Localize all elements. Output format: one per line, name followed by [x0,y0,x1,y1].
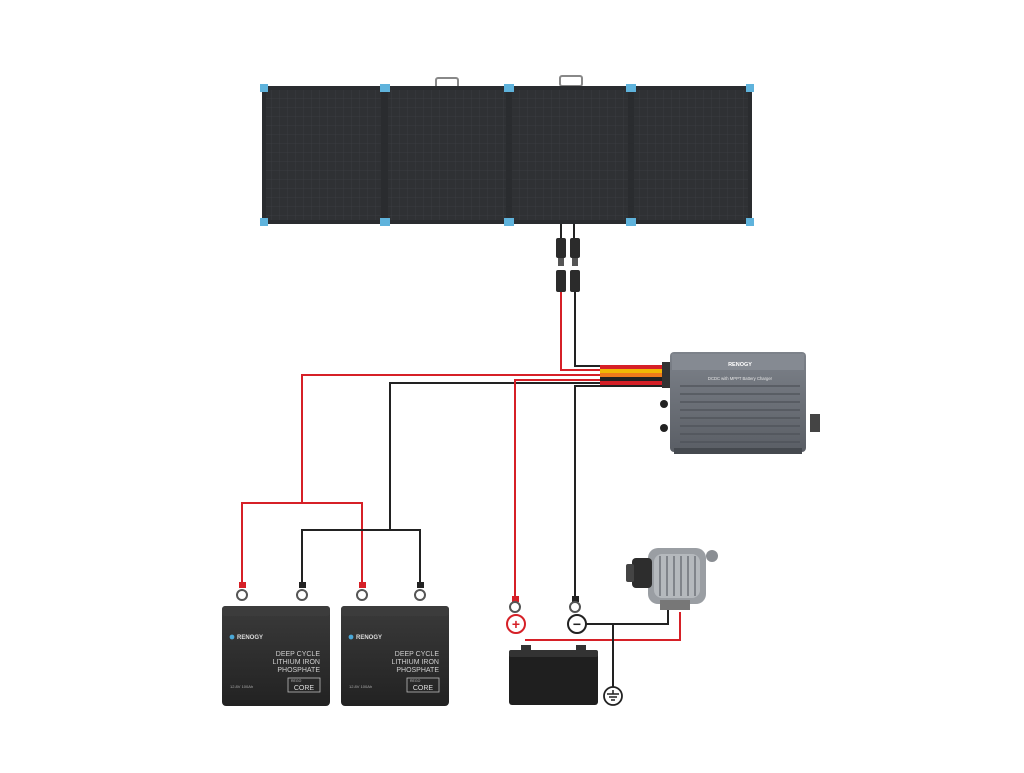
ring-terminal-icon [236,582,581,613]
alternator-icon [626,548,718,610]
mc4-connector-icon [556,224,580,292]
starter-battery-icon [509,645,598,705]
battery-line3: PHOSPHATE [396,667,439,674]
positive-symbol: + [512,616,520,632]
core-badge: REGO CORE [287,677,321,693]
battery-line1: DEEP CYCLE [395,651,440,658]
battery-brand: RENOGY [237,635,263,641]
battery-line2: LITHIUM IRON [392,659,439,666]
badge-top: REGO [291,679,302,683]
ground-icon [603,686,623,706]
battery-brand: RENOGY [356,635,382,641]
dc-charger-icon: RENOGY DCDC with MPPT Battery Charger [660,352,820,454]
battery-spec: 12.8V 100Ah [230,684,253,689]
positive-terminal-icon: + [506,614,526,634]
negative-symbol: − [573,616,581,632]
badge-top: REGO [410,679,421,683]
solar-panel-icon [260,75,754,226]
badge-main: CORE [413,685,434,692]
battery-line2: LITHIUM IRON [273,659,320,666]
lithium-battery-icon [348,634,354,640]
lithium-battery-1: RENOGY DEEP CYCLE LITHIUM IRON PHOSPHATE… [222,606,330,706]
badge-main: CORE [294,685,315,692]
battery-spec: 12.8V 100Ah [349,684,372,689]
charger-model-label: DCDC with MPPT Battery Charger [708,376,773,381]
charger-cable-harness [600,362,672,388]
core-badge: REGO CORE [406,677,440,693]
negative-terminal-icon: − [567,614,587,634]
lithium-battery-2: RENOGY DEEP CYCLE LITHIUM IRON PHOSPHATE… [341,606,449,706]
battery-line1: DEEP CYCLE [276,651,321,658]
charger-brand: RENOGY [728,362,752,368]
battery-line3: PHOSPHATE [277,667,320,674]
lithium-battery-icon [229,634,235,640]
